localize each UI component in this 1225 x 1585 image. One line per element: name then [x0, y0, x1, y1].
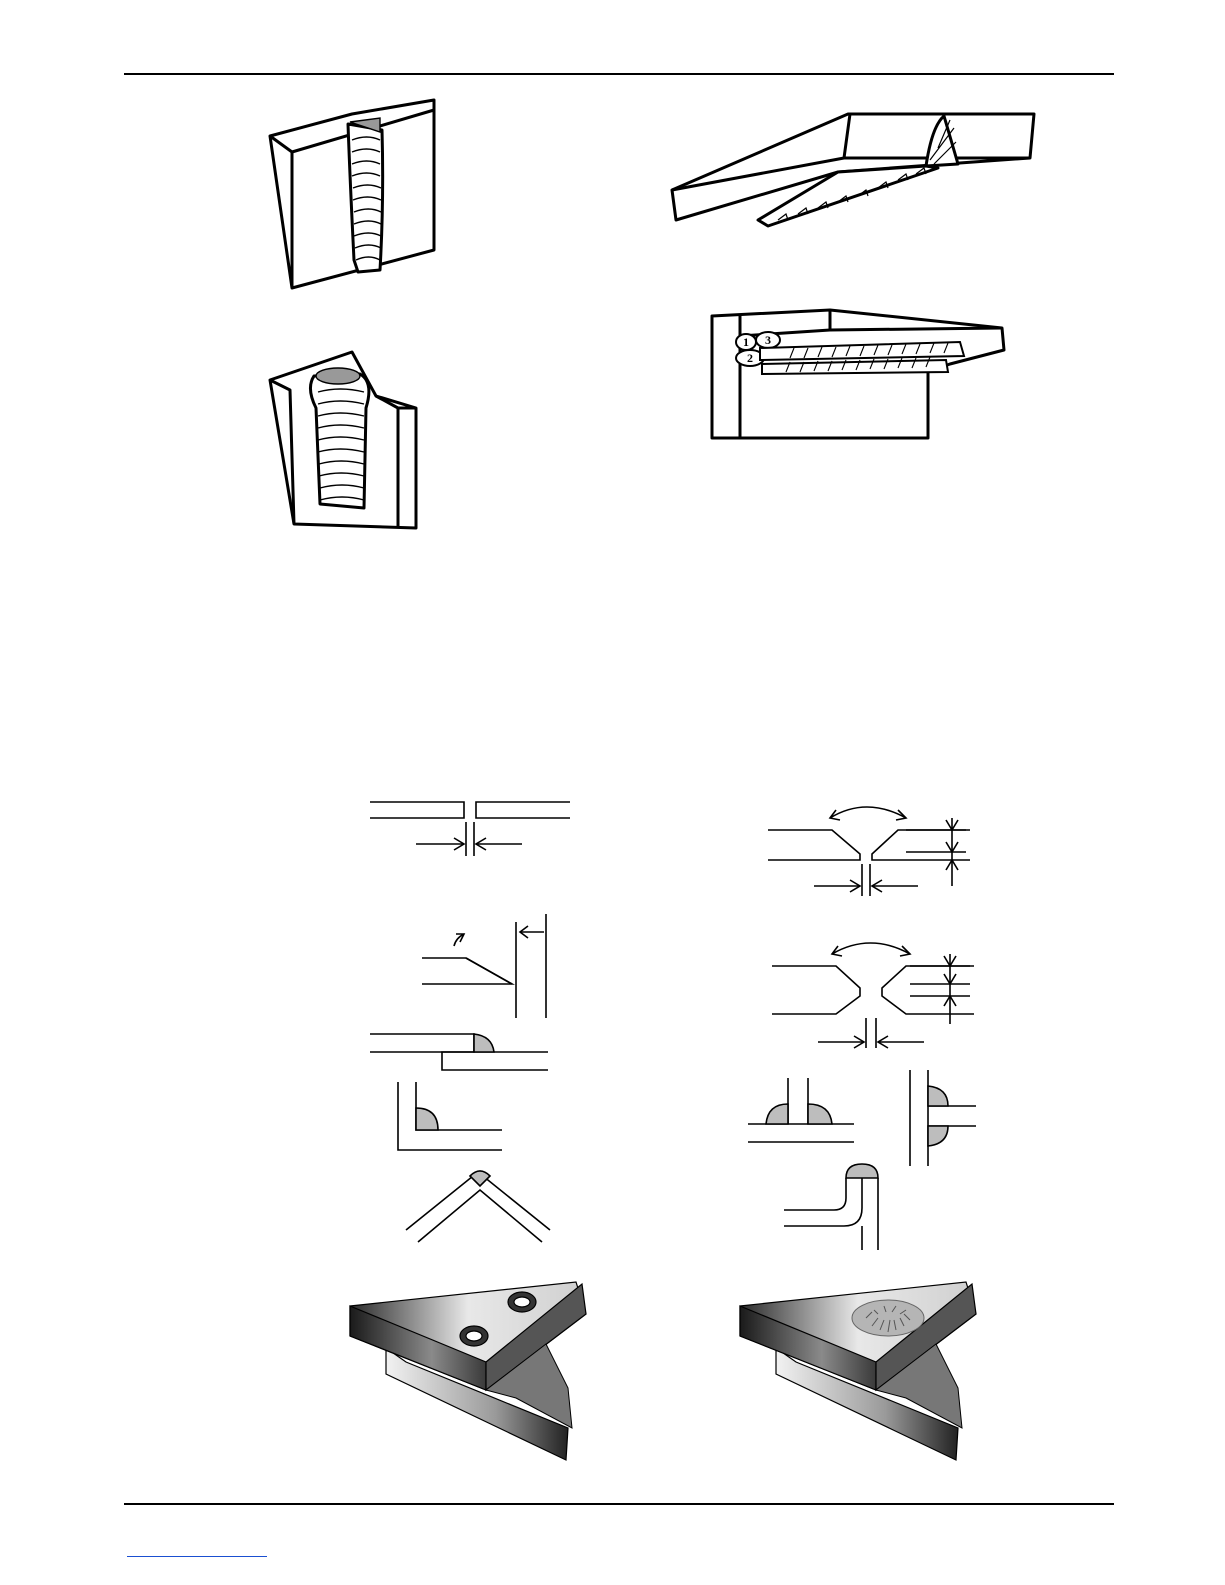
- bead-label-1: 1: [743, 335, 749, 349]
- double-v-groove-joint-icon: [770, 932, 976, 1050]
- vertical-butt-weld-block-icon: [262, 100, 442, 295]
- bead-label-3: 3: [765, 333, 771, 347]
- single-v-groove-joint-icon: [766, 800, 972, 900]
- footer-link-underline[interactable]: [127, 1556, 267, 1557]
- corner-fillet-joint-icon: [394, 1080, 506, 1154]
- overhead-fillet-weld-icon: [668, 108, 1036, 230]
- square-butt-joint-icon: [368, 800, 574, 860]
- header-rule: [124, 73, 1114, 75]
- outside-corner-joint-icon: [404, 1166, 552, 1246]
- vertical-grooved-weld-block-icon: [266, 348, 420, 534]
- t-joint-double-fillet-icon: [746, 1076, 856, 1154]
- edge-flange-joint-icon: [782, 1160, 882, 1252]
- multipass-horizontal-fillet-weld-icon: 1 3 2: [710, 306, 1010, 442]
- seam-spot-weld-icon: [736, 1278, 978, 1464]
- vertical-t-joint-icon: [904, 1068, 980, 1170]
- bevel-joint-icon: [420, 912, 552, 1020]
- bead-label-2: 2: [747, 351, 753, 365]
- lap-joint-icon: [368, 1030, 552, 1076]
- spot-weld-pair-icon: [346, 1278, 588, 1464]
- footer-rule: [124, 1503, 1114, 1505]
